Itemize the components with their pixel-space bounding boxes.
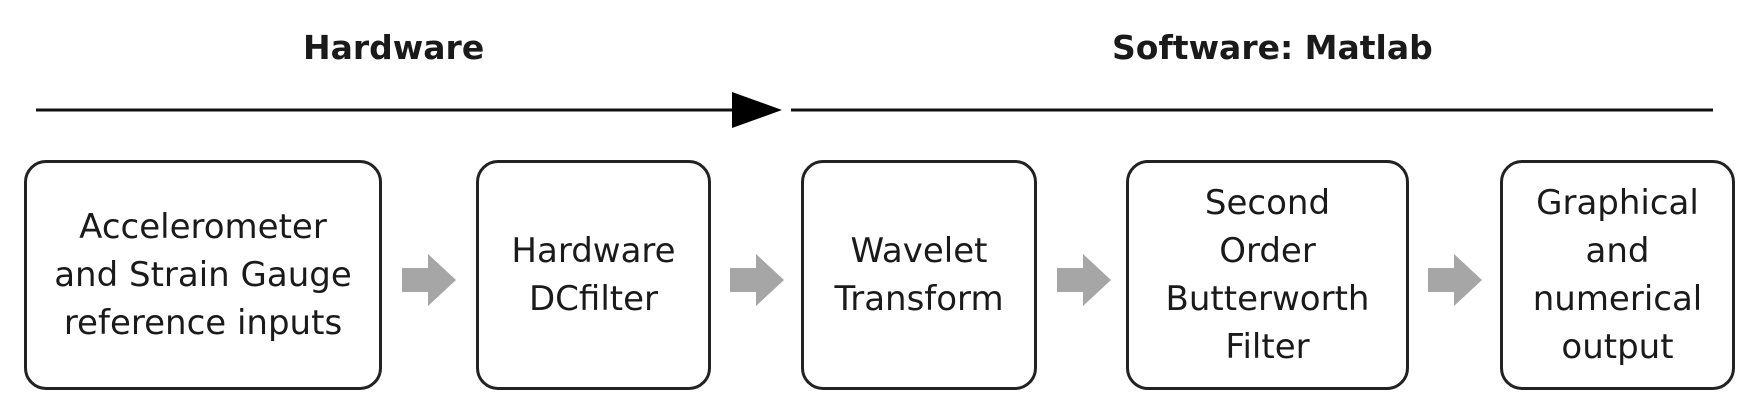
step-box-dc-filter: Hardware DCfilter xyxy=(476,160,711,390)
step-label: Graphical and numerical output xyxy=(1532,183,1703,367)
step-label: Second Order Butterworth Filter xyxy=(1165,183,1370,367)
timeline-arrowhead-icon xyxy=(732,92,782,128)
phase-timeline xyxy=(36,92,1713,128)
step-box-output: Graphical and numerical output xyxy=(1500,160,1735,390)
flow-arrow-icon xyxy=(1428,254,1482,306)
flow-arrow-icon xyxy=(402,254,456,306)
step-box-inputs: Accelerometer and Strain Gauge reference… xyxy=(24,160,382,390)
step-label: Accelerometer and Strain Gauge reference… xyxy=(54,207,352,343)
step-label: Wavelet Transform xyxy=(834,231,1004,319)
hardware-section-title: Hardware xyxy=(303,28,485,67)
step-label: Hardware DCfilter xyxy=(511,231,676,319)
software-section-title: Software: Matlab xyxy=(1112,28,1433,67)
flow-arrow-icon xyxy=(730,254,784,306)
flow-arrow-icon xyxy=(1057,254,1111,306)
step-box-wavelet: Wavelet Transform xyxy=(801,160,1037,390)
step-box-butterworth: Second Order Butterworth Filter xyxy=(1126,160,1409,390)
